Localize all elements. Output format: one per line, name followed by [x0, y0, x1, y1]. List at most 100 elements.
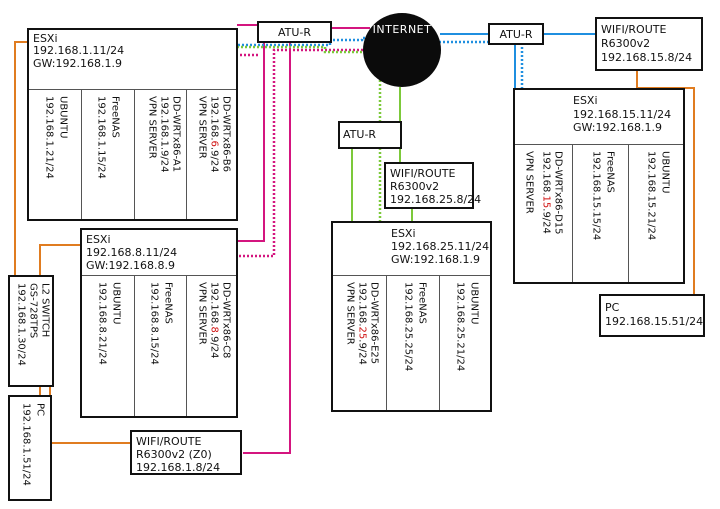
vm-freenas: FreeNAS 192.168.15.15/24: [572, 145, 629, 282]
internet-label: INTERNET: [372, 23, 432, 36]
pc-line-2: 192.168.1.51/24: [20, 403, 32, 486]
switch-line-1: L2 SWITCH: [39, 283, 51, 338]
pc-line-2: 192.168.15.51/24: [605, 315, 704, 328]
ip-octet: 6: [208, 140, 220, 147]
atu-r-middle: ATU-R: [338, 121, 402, 149]
vm-ubuntu: UBUNTU 192.168.1.21/24: [29, 90, 82, 219]
vm-ip: 192.168.1.21/24: [43, 96, 55, 179]
wifi-line-1: WIFI/ROUTE: [390, 167, 456, 180]
esxi-title: ESXi: [33, 32, 58, 45]
pc-15: PC 192.168.15.51/24: [599, 294, 705, 337]
esxi-gw: GW:192.168.1.9: [391, 253, 480, 266]
switch-line-3: 192.168.1.30/24: [15, 283, 27, 366]
vm-ddwrt-b6: DD-WRTx86-B6 192.168.6.9/24 VPN SERVER: [186, 90, 236, 219]
vm-name: DD-WRTx86-A1: [170, 96, 182, 173]
vm-ip: 192.168.8.9/24: [208, 282, 220, 359]
esxi-host-1: ESXi 192.168.1.11/24 GW:192.168.1.9 UBUN…: [27, 28, 238, 221]
vm-ubuntu: UBUNTU 192.168.8.21/24: [82, 276, 135, 416]
switch-line-2: GS-728TPS: [27, 283, 39, 339]
esxi-ip: 192.168.1.11/24: [33, 44, 125, 57]
vm-ubuntu: UBUNTU 192.168.25.21/24: [439, 276, 490, 410]
wire-atu-esxi8: [237, 42, 265, 242]
wifi-router-15: WIFI/ROUTE R6300v2 192.168.15.8/24: [595, 17, 703, 71]
vm-name: UBUNTU: [468, 282, 480, 325]
vm-role: VPN SERVER: [344, 282, 356, 345]
vm-name: DD-WRTx86-D15: [552, 151, 564, 235]
vm-ip: 192.168.6.9/24: [208, 96, 220, 173]
vm-name: FreeNAS: [109, 96, 121, 138]
vm-name: DD-WRTx86-E25: [368, 282, 380, 365]
vm-ddwrt-c8: DD-WRTx86-C8 192.168.8.9/24 VPN SERVER: [186, 276, 236, 416]
vm-ip: 192.168.25.25/24: [402, 282, 414, 372]
atu-r-label: ATU-R: [499, 28, 533, 41]
ip-prefix: 192.168.: [540, 151, 552, 196]
vpn-dotted-blue: [143, 36, 524, 120]
vm-columns: DD-WRTx86-E25 192.168.25.9/24 VPN SERVER…: [333, 275, 490, 410]
atu-r-label: ATU-R: [277, 26, 312, 39]
vm-ip: 192.168.15.15/24: [590, 151, 602, 241]
internet-cloud: INTERNET: [363, 13, 441, 87]
esxi-host-15: ESXi 192.168.15.11/24 GW:192.168.1.9 DD-…: [513, 88, 685, 284]
wire-atu-wifiz0: [243, 42, 291, 454]
wifi-line-2: R6300v2 (Z0): [136, 448, 212, 461]
wifi-router-z0: WIFI/ROUTE R6300v2 (Z0) 192.168.1.8/24: [130, 430, 242, 475]
wifi-line-2: R6300v2: [601, 37, 651, 50]
vm-ddwrt-d15: DD-WRTx86-D15 192.168.15.9/24 VPN SERVER: [515, 145, 573, 282]
vm-ip: 192.168.8.15/24: [148, 282, 160, 365]
wifi-router-25: WIFI/ROUTE R6300v2 192.168.25.8/24: [384, 162, 481, 209]
vpn-dotted-green: [196, 45, 382, 280]
ip-suffix: .9/24: [208, 146, 220, 173]
ip-octet: 25: [356, 326, 368, 340]
esxi-title: ESXi: [391, 227, 416, 240]
vm-columns: DD-WRTx86-D15 192.168.15.9/24 VPN SERVER…: [515, 144, 683, 282]
atu-r-top-left: ATU-R: [257, 21, 332, 43]
esxi-ip: 192.168.8.11/24: [86, 246, 178, 259]
vm-freenas: FreeNAS 192.168.8.15/24: [134, 276, 187, 416]
vm-columns: UBUNTU 192.168.1.21/24 FreeNAS 192.168.1…: [29, 89, 236, 219]
vm-role: VPN SERVER: [196, 282, 208, 345]
atu-r-top-right: ATU-R: [488, 23, 544, 45]
esxi-gw: GW:192.168.1.9: [573, 121, 662, 134]
ip-suffix: .9/24: [356, 339, 368, 365]
ip-octet: 8: [208, 326, 220, 333]
vm-name: FreeNAS: [604, 151, 616, 193]
vm-ip: 192.168.1.9/24: [158, 96, 170, 173]
wifi-line-1: WIFI/ROUTE: [601, 23, 667, 36]
vm-columns: UBUNTU 192.168.8.21/24 FreeNAS 192.168.8…: [82, 275, 236, 416]
esxi-title: ESXi: [86, 233, 111, 246]
esxi-host-8: ESXi 192.168.8.11/24 GW:192.168.8.9 UBUN…: [80, 228, 238, 418]
vm-ip: 192.168.15.21/24: [645, 151, 657, 241]
wire-switch-esxi8: [39, 244, 80, 275]
vm-role: VPN SERVER: [196, 96, 208, 159]
vm-freenas: FreeNAS 192.168.25.25/24: [386, 276, 440, 410]
vm-name: UBUNTU: [110, 282, 122, 325]
atu-r-label: ATU-R: [343, 128, 377, 141]
esxi-ip: 192.168.25.11/24: [391, 240, 490, 253]
vm-name: FreeNAS: [162, 282, 174, 324]
esxi-title: ESXi: [573, 94, 598, 107]
vm-name: DD-WRTx86-C8: [220, 282, 232, 359]
vm-role: VPN SERVER: [146, 96, 158, 159]
vm-ddwrt-e25: DD-WRTx86-E25 192.168.25.9/24 VPN SERVER: [333, 276, 387, 410]
wifi-line-2: R6300v2: [390, 180, 440, 193]
vm-freenas: FreeNAS 192.168.1.15/24: [81, 90, 135, 219]
esxi-ip: 192.168.15.11/24: [573, 108, 672, 121]
esxi-gw: GW:192.168.1.9: [33, 57, 122, 70]
ip-prefix: 192.168.: [356, 282, 368, 327]
vm-ubuntu: UBUNTU 192.168.15.21/24: [628, 145, 683, 282]
vm-ip: 192.168.8.21/24: [96, 282, 108, 365]
ip-prefix: 192.168.: [208, 96, 220, 141]
ip-prefix: 192.168.: [208, 282, 220, 327]
wifi-line-3: 192.168.15.8/24: [601, 51, 693, 64]
vm-ip: 192.168.25.9/24: [356, 282, 368, 365]
wire-switch-esxi1: [14, 41, 27, 275]
pc-line-1: PC: [605, 301, 620, 314]
vm-ddwrt-a1: DD-WRTx86-A1 192.168.1.9/24 VPN SERVER: [134, 90, 187, 219]
esxi-host-25: ESXi 192.168.25.11/24 GW:192.168.1.9 DD-…: [331, 221, 492, 412]
l2-switch: L2 SWITCH GS-728TPS 192.168.1.30/24: [8, 275, 54, 387]
ip-suffix: .9/24: [208, 332, 220, 359]
vm-ip: 192.168.25.21/24: [454, 282, 466, 372]
ip-suffix: .9/24: [540, 208, 552, 234]
vm-name: UBUNTU: [659, 151, 671, 194]
